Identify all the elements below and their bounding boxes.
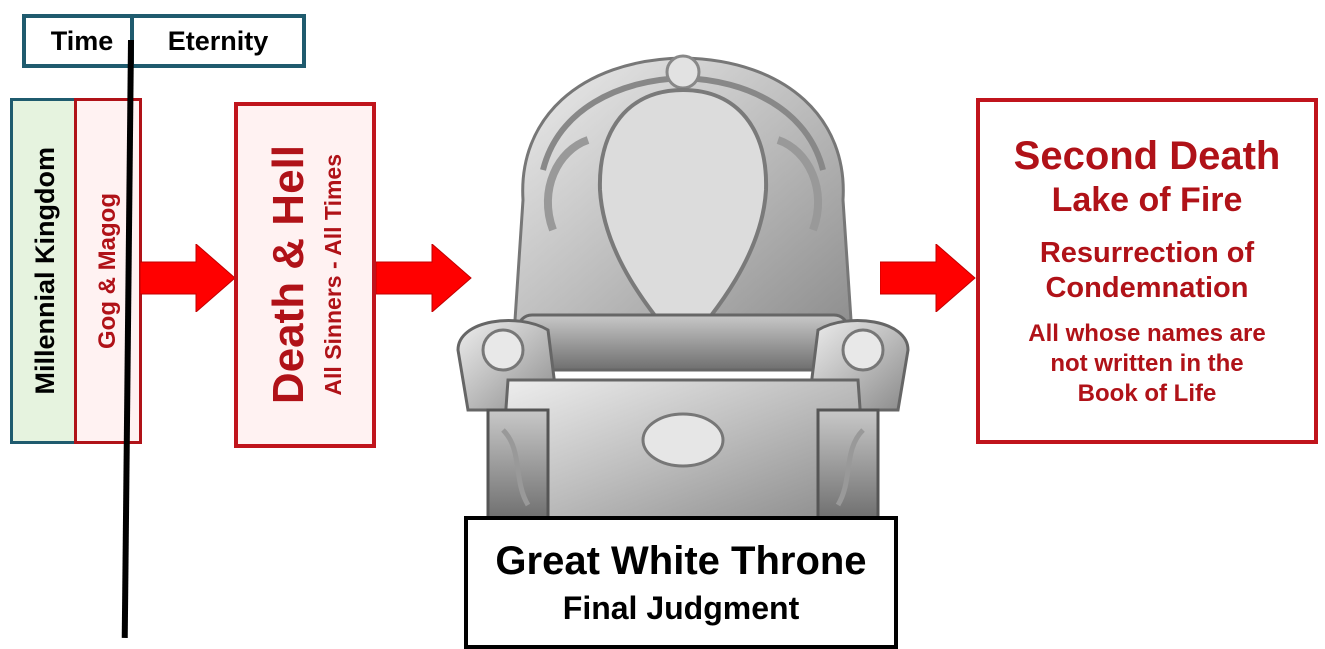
resurrection-line-1: Resurrection of <box>1040 236 1254 271</box>
death-and-hell-label: Death & Hell <box>264 145 314 404</box>
book-of-life-line-1: All whose names are <box>1028 319 1265 349</box>
throne-image <box>448 50 918 520</box>
great-white-throne-box: Great White Throne Final Judgment <box>464 516 898 649</box>
book-of-life-line-3: Book of Life <box>1028 379 1265 409</box>
millennial-kingdom-label: Millennial Kingdom <box>30 147 61 395</box>
second-death-box: Second Death Lake of Fire Resurrection o… <box>976 98 1318 444</box>
death-and-hell-box: All Sinners - All Times Death & Hell <box>234 102 376 448</box>
time-label-box: Time <box>22 14 142 68</box>
resurrection-line-2: Condemnation <box>1040 271 1254 306</box>
time-label: Time <box>51 26 114 57</box>
book-of-life-line-2: not written in the <box>1028 349 1265 379</box>
right-arrow-icon <box>140 244 236 312</box>
gog-magog-label: Gog & Magog <box>94 193 122 349</box>
lake-of-fire-label: Lake of Fire <box>1052 181 1243 220</box>
great-white-throne-title: Great White Throne <box>495 538 866 584</box>
all-sinners-label: All Sinners - All Times <box>320 154 347 396</box>
final-judgment-subtitle: Final Judgment <box>563 590 799 627</box>
resurrection-label: Resurrection of Condemnation <box>1040 236 1254 306</box>
eternity-label: Eternity <box>168 26 269 57</box>
right-arrow-icon <box>880 244 976 312</box>
eternity-label-box: Eternity <box>130 14 306 68</box>
second-death-title: Second Death <box>1014 133 1281 179</box>
book-of-life-note: All whose names are not written in the B… <box>1028 319 1265 409</box>
millennial-kingdom-box: Millennial Kingdom <box>10 98 80 444</box>
